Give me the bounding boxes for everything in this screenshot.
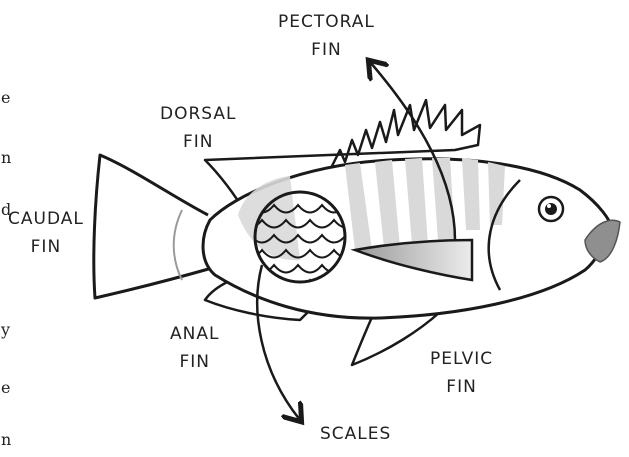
edge-text: n <box>1 148 11 167</box>
caudal-fin <box>94 155 212 298</box>
edge-text: e <box>1 88 10 107</box>
edge-text: n <box>1 430 11 449</box>
edge-text: d <box>1 200 11 219</box>
edge-text: y <box>1 320 10 339</box>
edge-text: e <box>1 378 10 397</box>
label-scales: SCALES <box>320 420 391 448</box>
